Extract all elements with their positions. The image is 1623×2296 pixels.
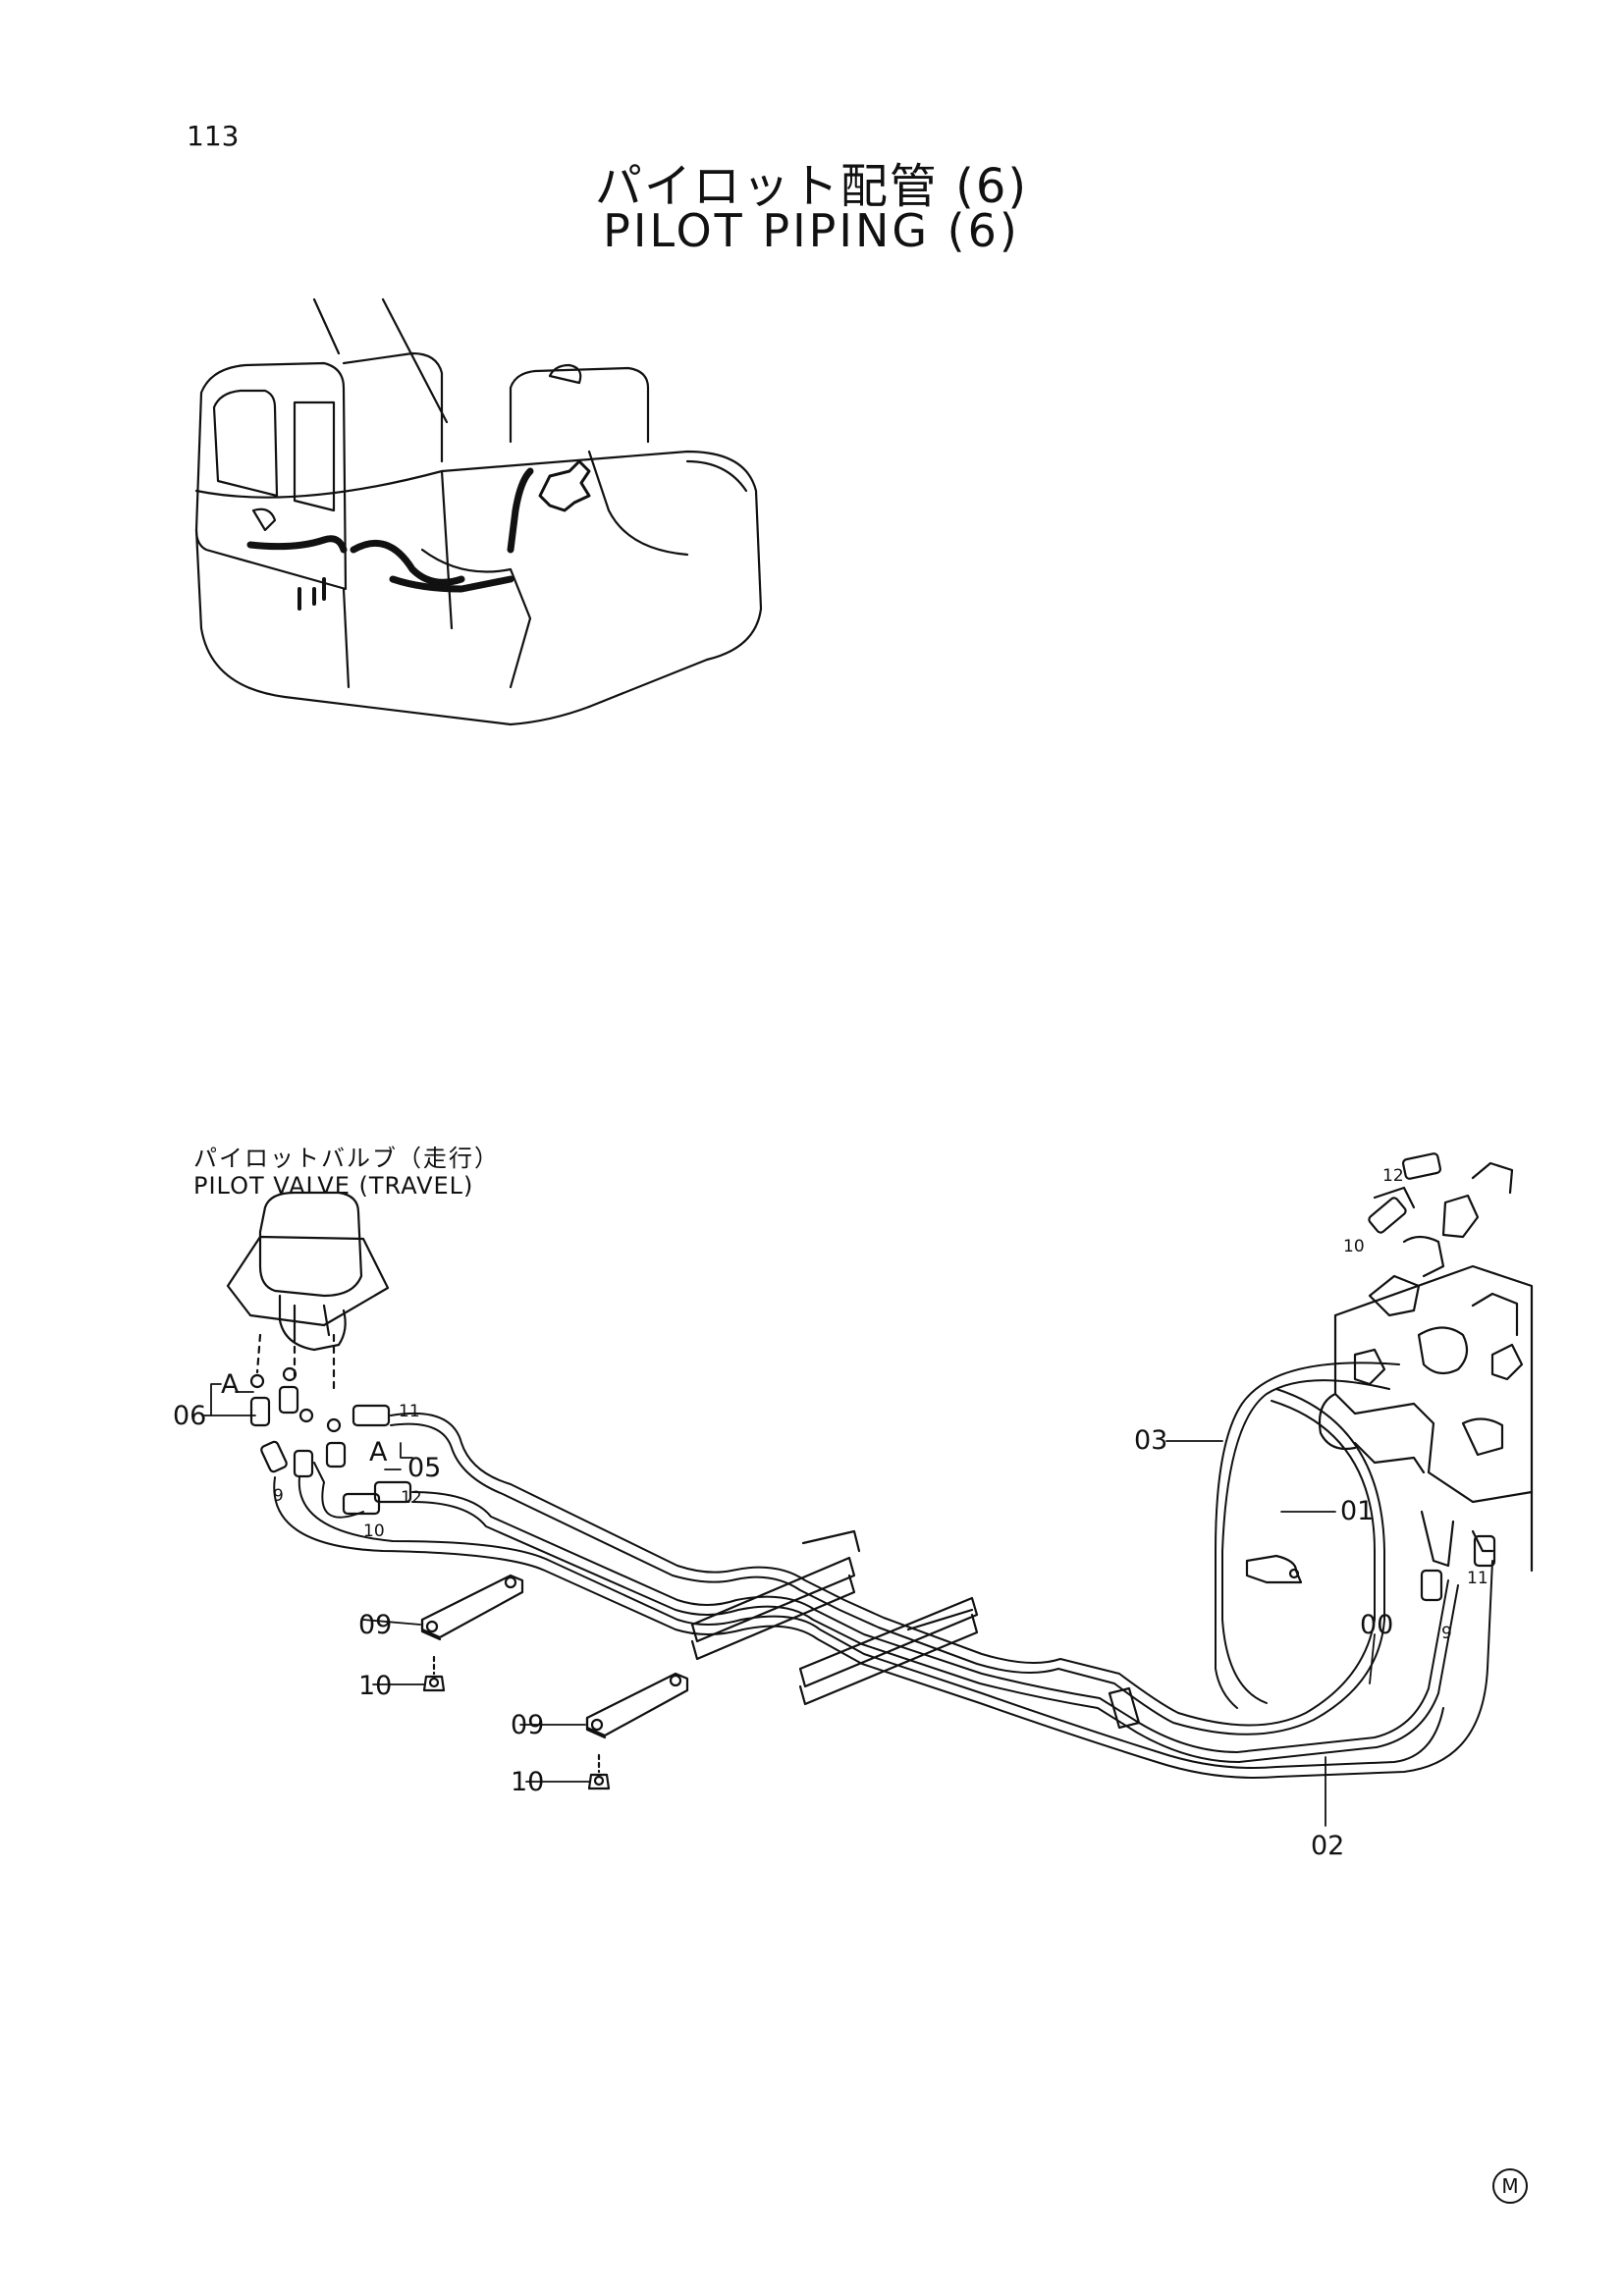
- pilot-pipe-bundle: [273, 1362, 1493, 1779]
- bracket-09-lower: [585, 1672, 689, 1739]
- pipe-number-10-valve: 10: [363, 1522, 385, 1541]
- page-number: 113: [187, 120, 240, 152]
- view-marker-a-left: A: [221, 1369, 240, 1400]
- callout-05: 05: [407, 1453, 442, 1483]
- pilot-valve-label-english: PILOT VALVE (TRAVEL): [193, 1172, 474, 1200]
- callout-03: 03: [1134, 1425, 1168, 1456]
- pipe-number-12-control: 12: [1382, 1166, 1404, 1186]
- callout-02: 02: [1311, 1831, 1345, 1861]
- pipe-number-9-valve: 9: [273, 1486, 284, 1506]
- leader-lines: [203, 1383, 1376, 1827]
- pipe-number-9-control: 9: [1441, 1624, 1452, 1643]
- control-valve-assembly: [1318, 1161, 1534, 1573]
- pipe-number-11-control: 11: [1467, 1569, 1488, 1588]
- callout-00: 00: [1360, 1610, 1394, 1640]
- callout-10-lower: 10: [511, 1767, 545, 1797]
- control-valve-connectors: [1368, 1152, 1496, 1602]
- callout-09-upper: 09: [358, 1610, 393, 1640]
- page-title-english: PILOT PIPING (6): [603, 204, 1020, 257]
- pilot-valve-body: [226, 1191, 390, 1352]
- pipe-number-12-valve: 12: [401, 1488, 422, 1508]
- bolt-10-lower: [587, 1753, 611, 1790]
- pipe-number-10-control: 10: [1343, 1237, 1365, 1256]
- bracket-09-upper: [420, 1574, 524, 1641]
- valve-fittings: [249, 1333, 412, 1516]
- m-circle-mark: M: [1492, 2168, 1528, 2204]
- pipe-clamps: [1108, 1554, 1303, 1730]
- mounting-rails: [690, 1529, 979, 1706]
- bolt-10-upper: [422, 1655, 446, 1692]
- callout-06: 06: [173, 1401, 207, 1431]
- page-title-japanese: パイロット配管 (6): [594, 159, 1029, 214]
- pilot-valve-label-japanese: パイロットバルブ（走行）: [193, 1145, 500, 1172]
- callout-10-upper: 10: [358, 1671, 393, 1701]
- callout-01: 01: [1340, 1496, 1375, 1526]
- view-marker-a-right: A: [369, 1437, 388, 1468]
- pipe-number-11-valve: 11: [399, 1402, 420, 1421]
- callout-09-lower: 09: [511, 1710, 545, 1740]
